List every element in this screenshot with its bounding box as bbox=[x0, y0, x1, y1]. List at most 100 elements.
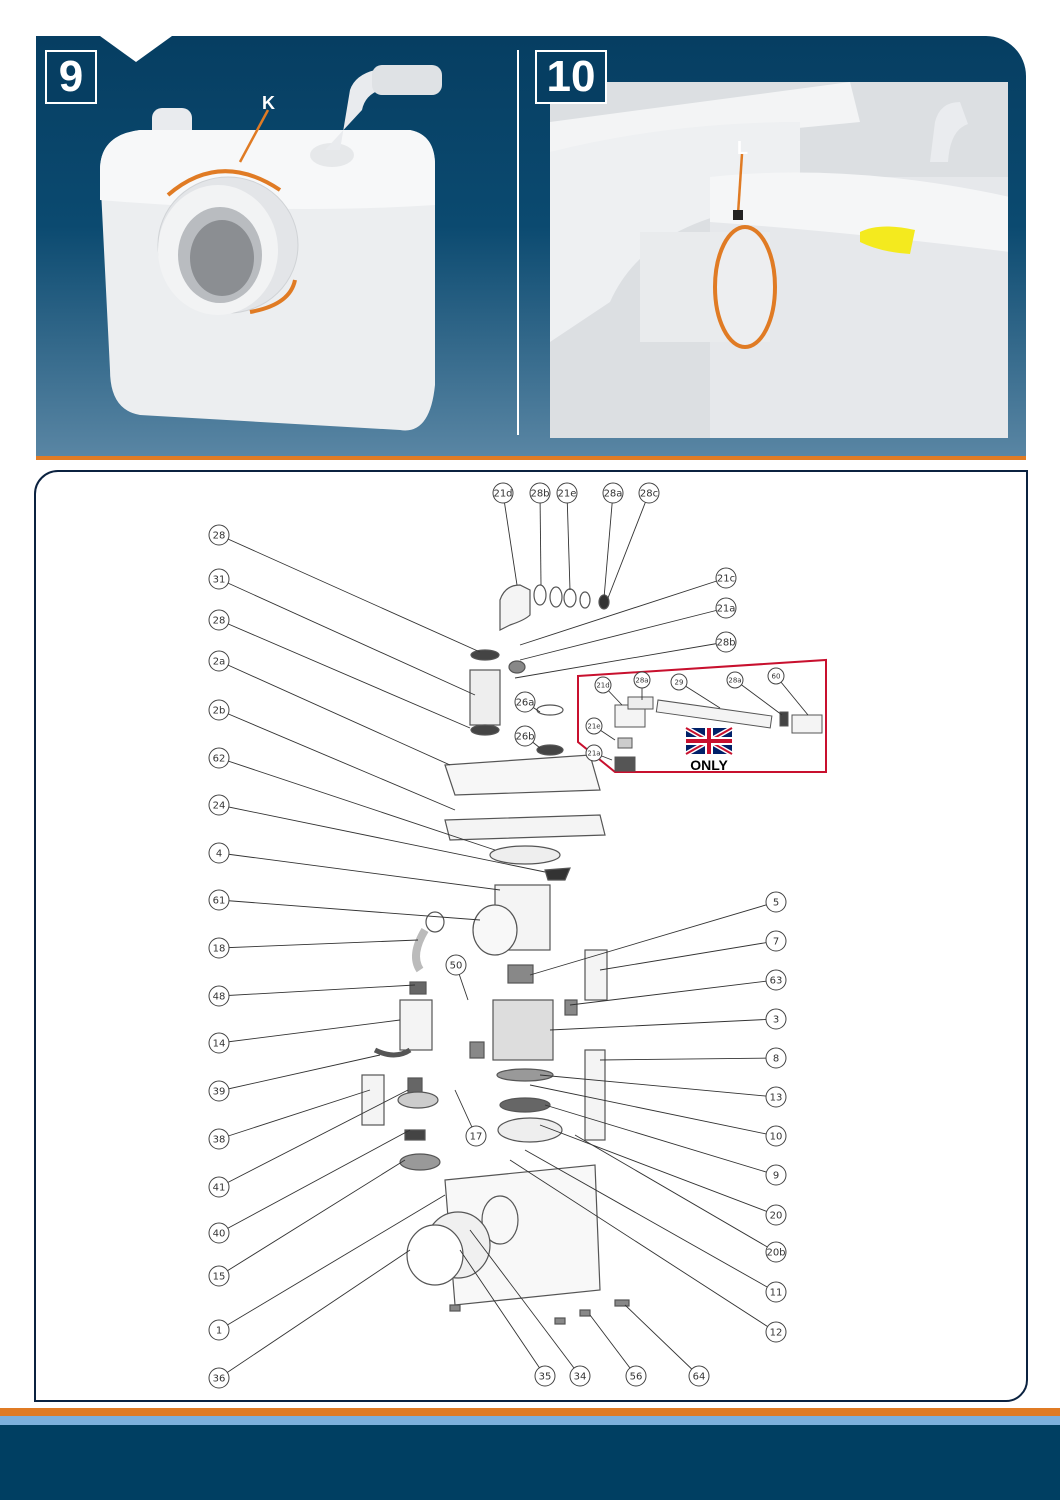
callout-circle bbox=[638, 482, 660, 504]
part-callout: 21e bbox=[585, 717, 616, 741]
leader-line bbox=[574, 1134, 777, 1253]
part-number: 8 bbox=[773, 1054, 779, 1065]
callout-circle bbox=[208, 1176, 230, 1198]
leader-line bbox=[218, 1089, 371, 1140]
part-number: 28b bbox=[716, 638, 735, 649]
callout-circle bbox=[594, 676, 612, 694]
part-callout: 31 bbox=[208, 568, 476, 696]
part-callout: 8 bbox=[599, 1047, 787, 1069]
part-number: 26a bbox=[516, 698, 535, 709]
callout-circle bbox=[585, 717, 603, 735]
leader-line bbox=[218, 1019, 401, 1044]
callout-circle bbox=[726, 671, 744, 689]
part-number: 56 bbox=[630, 1372, 643, 1383]
callout-circle bbox=[765, 1204, 787, 1226]
callout-circle bbox=[765, 1281, 787, 1303]
callout-circle bbox=[765, 969, 787, 991]
leader-line bbox=[569, 979, 777, 1006]
part-callout: 64 bbox=[624, 1304, 710, 1387]
leader-line bbox=[603, 492, 614, 599]
leader-line bbox=[218, 619, 471, 729]
part-number: 21d bbox=[596, 682, 609, 690]
leader-line bbox=[218, 709, 456, 811]
part-number: 5 bbox=[773, 898, 779, 909]
footer-light-band bbox=[0, 1416, 1060, 1425]
leader-line bbox=[218, 1129, 411, 1234]
callout-circle bbox=[715, 567, 737, 589]
part-number: 10 bbox=[770, 1132, 783, 1143]
footer-dark-band bbox=[0, 1425, 1060, 1500]
leader-line bbox=[539, 492, 542, 586]
callout-circle bbox=[445, 954, 467, 976]
part-callout: 20 bbox=[539, 1124, 787, 1226]
part-callout: 34 bbox=[469, 1229, 591, 1387]
part-number: 20b bbox=[766, 1248, 785, 1259]
callout-circle bbox=[514, 691, 536, 713]
part-number: 60 bbox=[772, 673, 781, 681]
part-callout: 28 bbox=[208, 609, 471, 729]
part-callout: 1 bbox=[208, 1194, 446, 1341]
part-number: 9 bbox=[773, 1171, 779, 1182]
part-callout: 15 bbox=[208, 1159, 406, 1287]
leader-line bbox=[218, 1089, 409, 1188]
leader-line bbox=[218, 578, 476, 696]
callout-circle bbox=[767, 667, 785, 685]
callout-circle bbox=[492, 482, 514, 504]
part-callout: 21a bbox=[519, 597, 737, 661]
part-callout: 12 bbox=[509, 1159, 787, 1343]
callout-circle bbox=[765, 1241, 787, 1263]
callout-circle bbox=[208, 1128, 230, 1150]
leader-line bbox=[514, 641, 727, 679]
callout-circle bbox=[765, 1125, 787, 1147]
part-callout: 28a bbox=[726, 671, 783, 716]
part-number: 24 bbox=[213, 801, 226, 812]
step-number-9: 9 bbox=[45, 50, 97, 104]
callout-circle bbox=[208, 937, 230, 959]
part-callout: 21c bbox=[519, 567, 737, 646]
part-number: 15 bbox=[213, 1272, 226, 1283]
callout-circle bbox=[585, 744, 603, 762]
part-callout: 35 bbox=[459, 1249, 556, 1387]
part-number: 2b bbox=[213, 706, 226, 717]
leader-line bbox=[502, 492, 518, 586]
step-9-illustration bbox=[100, 65, 442, 431]
part-callout: 61 bbox=[208, 889, 481, 921]
part-callout: 2a bbox=[208, 650, 451, 766]
part-number: 13 bbox=[770, 1093, 783, 1104]
leader-line bbox=[218, 939, 419, 949]
part-callout: 28a bbox=[602, 482, 624, 599]
leader-line bbox=[734, 679, 783, 716]
callout-circle bbox=[688, 1365, 710, 1387]
step-number-10: 10 bbox=[535, 50, 607, 104]
part-number: 20 bbox=[770, 1211, 783, 1222]
part-number: 48 bbox=[213, 992, 226, 1003]
part-callout: 7 bbox=[599, 930, 787, 971]
part-number: 28a bbox=[728, 677, 741, 685]
part-number: 18 bbox=[213, 944, 226, 955]
part-number: 63 bbox=[770, 976, 783, 987]
footer-orange-band bbox=[0, 1408, 1060, 1416]
callout-circle bbox=[208, 842, 230, 864]
part-callout: 14 bbox=[208, 1019, 401, 1054]
callout-circle bbox=[534, 1365, 556, 1387]
leader-line bbox=[459, 1249, 546, 1377]
part-number: 29 bbox=[675, 679, 684, 687]
part-callout: 50 bbox=[445, 954, 469, 1001]
callout-circle bbox=[602, 482, 624, 504]
part-callout: 21d bbox=[594, 676, 623, 706]
callout-k: K bbox=[262, 93, 275, 113]
leader-line bbox=[218, 660, 451, 766]
leader-line bbox=[509, 1159, 777, 1333]
part-number: 28a bbox=[604, 489, 623, 500]
callout-circle bbox=[556, 482, 578, 504]
leader-line bbox=[218, 534, 481, 653]
part-callout: 28c bbox=[607, 482, 660, 599]
callout-l: L bbox=[737, 138, 748, 158]
part-callout: 28a bbox=[633, 671, 651, 700]
part-number: 34 bbox=[574, 1372, 587, 1383]
step-10-illustration bbox=[550, 82, 1008, 438]
part-number: 21a bbox=[587, 750, 600, 758]
part-callout: 63 bbox=[569, 969, 787, 1006]
leader-line bbox=[519, 577, 727, 646]
